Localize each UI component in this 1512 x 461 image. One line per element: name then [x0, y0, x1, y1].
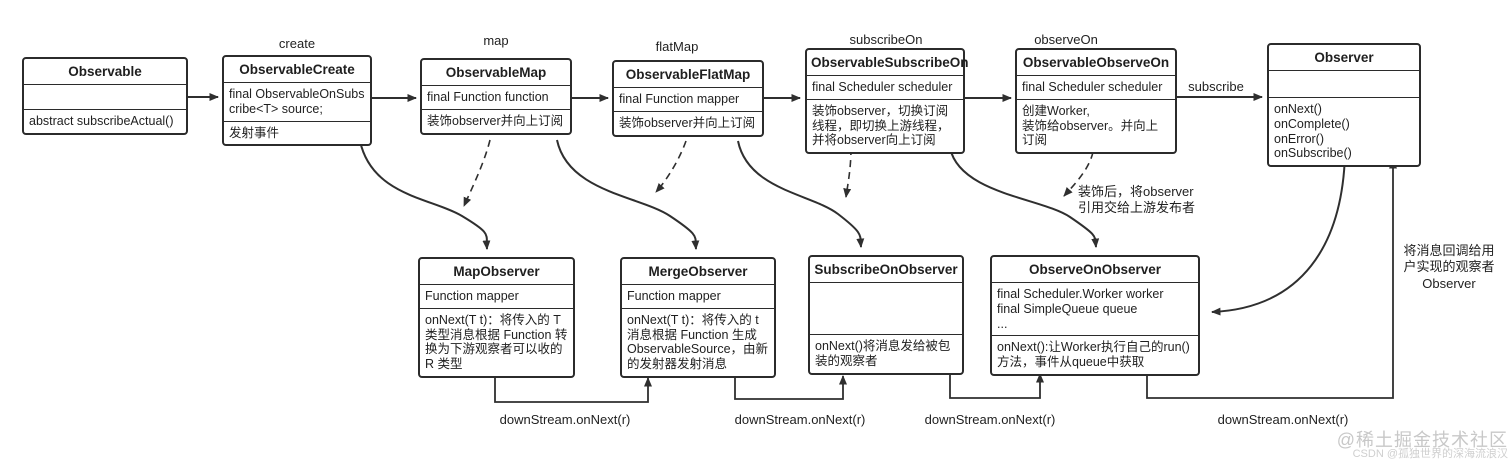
class-title: MergeObserver: [648, 264, 748, 279]
watermark-juejin: @稀土掘金技术社区: [1336, 430, 1508, 450]
label-downstream-onnext-3: downStream.onNext(r): [924, 412, 1056, 427]
label-downstream-onnext-2: downStream.onNext(r): [734, 412, 866, 427]
class-attributes: final Scheduler scheduler: [807, 75, 963, 99]
edge-label-observeon: observeOn: [1034, 32, 1098, 47]
class-methods: onNext():让Worker执行自己的run()方法，事件从queue中获取: [992, 335, 1198, 374]
edge-label-subscribe: subscribe: [1188, 79, 1244, 94]
class-methods: abstract subscribeActual(): [24, 109, 186, 133]
class-methods: onNext()将消息发给被包装的观察者: [810, 334, 962, 373]
class-title: ObservableCreate: [239, 62, 355, 77]
class-observable-create: ObservableCreate final ObservableOnSubsc…: [222, 55, 372, 147]
class-methods: onNext(T t)：将传入的 t 消息根据 Function 生成 Obse…: [622, 307, 774, 376]
class-note: 装饰observer，切换订阅线程，即切换上游线程，并将observer向上订阅: [807, 98, 963, 152]
class-title: ObservableSubscribeOn: [811, 55, 969, 70]
note-decorate-upstream: 装饰后，将observer 引用交给上游发布者: [1078, 184, 1196, 216]
class-mergeobserver: MergeObserver Function mapper onNext(T t…: [620, 257, 776, 378]
class-attributes-empty: [24, 84, 186, 109]
watermark: @稀土掘金技术社区 CSDN @孤独世界的深海流浪汉: [1337, 431, 1508, 460]
edge-label-flatmap: flatMap: [655, 39, 699, 54]
class-title: ObservableFlatMap: [625, 67, 751, 82]
edge-label-map: map: [483, 33, 509, 48]
edge-label-create: create: [278, 36, 316, 51]
connector-subscribeonobserver-to-observeonobserver: [949, 370, 1044, 399]
class-observable-subscribeon: ObservableSubscribeOn final Scheduler sc…: [805, 48, 969, 155]
class-title: Observer: [1314, 50, 1374, 65]
class-attributes: final Function mapper: [614, 87, 762, 111]
class-title: ObservableObserveOn: [1022, 55, 1170, 70]
curve-flatmap-to-subscribeonobserver: [737, 140, 865, 248]
class-note: 装饰observer并向上订阅: [422, 108, 570, 133]
dashed-flatmap-decorate: [655, 140, 687, 193]
curve-subscribeon-to-observeonobserver: [949, 147, 1100, 248]
curve-observer-to-observeonobserver: [1211, 154, 1346, 316]
connector-mapobserver-to-mergeobserver: [494, 375, 652, 403]
dashed-map-decorate: [463, 139, 491, 207]
label-downstream-onnext-1: downStream.onNext(r): [499, 412, 631, 427]
class-attributes: final Scheduler scheduler: [1017, 75, 1175, 99]
class-title: MapObserver: [453, 264, 540, 279]
class-methods: onNext(T t)：将传入的 T 类型消息根据 Function 转换为下游…: [420, 307, 573, 376]
class-observable-map: ObservableMap final Function function 装饰…: [420, 58, 572, 135]
class-attributes: Function mapper: [420, 284, 573, 308]
class-title: Observable: [68, 64, 142, 79]
class-attributes: Function mapper: [622, 284, 774, 308]
class-note: 装饰observer并向上订阅: [614, 110, 762, 135]
class-observable: Observable abstract subscribeActual(): [22, 57, 188, 135]
class-observer: Observer onNext() onComplete() onError()…: [1267, 43, 1421, 168]
class-note: 创建Worker, 装饰给observer。并向上订阅: [1017, 98, 1175, 152]
class-methods: onNext() onComplete() onError() onSubscr…: [1269, 97, 1419, 165]
curve-create-to-mapobserver: [359, 140, 491, 250]
curve-map-to-mergeobserver: [556, 139, 700, 250]
class-title: ObservableMap: [445, 65, 547, 80]
edge-label-subscribeon: subscribeOn: [849, 32, 923, 47]
class-attributes-empty: [1269, 70, 1419, 97]
class-attributes: final Scheduler.Worker worker final Simp…: [992, 282, 1198, 335]
watermark-csdn: CSDN @孤独世界的深海流浪汉: [1352, 448, 1508, 460]
label-downstream-onnext-4: downStream.onNext(r): [1217, 412, 1349, 427]
class-subscribeonobserver: SubscribeOnObserver onNext()将消息发给被包装的观察者: [808, 255, 964, 375]
note-callback-observer: 将消息回调给用 户实现的观察者 Observer: [1403, 243, 1495, 291]
connector-mergeobserver-to-subscribeonobserver: [734, 372, 847, 400]
class-note: 发射事件: [224, 120, 370, 145]
class-title: SubscribeOnObserver: [814, 262, 958, 277]
dashed-observeon-decorate: [1063, 151, 1094, 197]
class-title: ObserveOnObserver: [1028, 262, 1162, 277]
class-mapobserver: MapObserver Function mapper onNext(T t)：…: [418, 257, 575, 378]
class-attributes: final Function function: [422, 85, 570, 109]
dashed-subscribeon-decorate: [843, 147, 852, 198]
class-attributes: final ObservableOnSubscribe<T> source;: [224, 82, 370, 121]
class-observeonobserver: ObserveOnObserver final Scheduler.Worker…: [990, 255, 1200, 376]
class-observable-flatmap: ObservableFlatMap final Function mapper …: [612, 60, 764, 137]
class-observable-observeon: ObservableObserveOn final Scheduler sche…: [1015, 48, 1177, 155]
class-attributes-empty: [810, 282, 962, 334]
connector-observeonobserver-to-observer: [1146, 159, 1397, 399]
